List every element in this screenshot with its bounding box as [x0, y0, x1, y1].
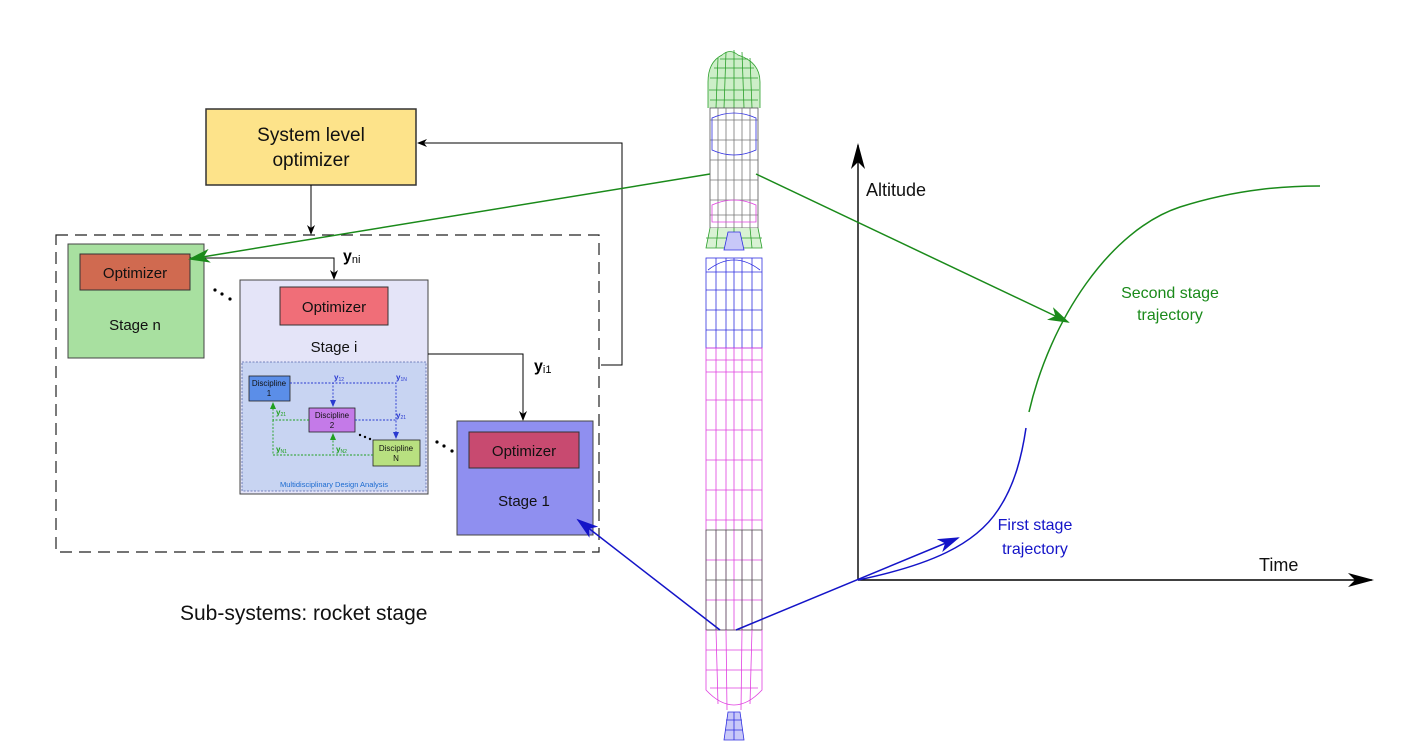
system-optimizer-box[interactable]: [205, 108, 417, 186]
rocket-upper-stage: [709, 107, 759, 229]
mda-y1N: y1N: [396, 373, 407, 383]
coupling-y-i1: yi1: [534, 358, 551, 376]
discipline-1-label-1: Discipline: [252, 379, 287, 388]
feedback-to-system-arrow: [417, 139, 623, 366]
mda-coupling-lines: [270, 382, 399, 456]
rocket-interstage: [705, 227, 763, 251]
rocket-lower-body: [705, 347, 763, 631]
discipline-n-label-2: N: [393, 454, 399, 463]
first-stage-label-2: trajectory: [1002, 541, 1068, 558]
stage-n-optimizer-label: Optimizer: [103, 265, 167, 282]
upper-stage-to-second-trajectory-link: [755, 173, 1070, 323]
altitude-axis-label: Altitude: [866, 180, 926, 200]
discipline-1-box[interactable]: [248, 375, 291, 402]
rocket-wireframe: [705, 50, 763, 741]
stage-1-optimizer-box[interactable]: [468, 431, 580, 469]
stage-1-optimizer-label: Optimizer: [492, 443, 556, 460]
first-stage-label-1: First stage: [998, 517, 1073, 534]
stage-i-optimizer-label: Optimizer: [302, 299, 366, 316]
mda-y21-left: y21: [276, 408, 286, 418]
coupling-y-ni: yni: [343, 248, 360, 266]
ellipsis-dots-left: [213, 288, 232, 301]
rocket-lower-tank-top: [705, 257, 763, 349]
system-optimizer-label-1: System level: [257, 125, 365, 146]
stage-n-to-stage-i-arrow: [190, 257, 338, 280]
second-stage-label-2: trajectory: [1137, 307, 1203, 324]
second-stage-trajectory-curve: [1028, 185, 1321, 413]
stage-1-label: Stage 1: [498, 493, 550, 510]
mda-y21-right: y21: [396, 411, 406, 421]
subsystems-caption: Sub-systems: rocket stage: [180, 602, 427, 625]
rocket-engine-nozzle: [723, 711, 745, 741]
lower-stage-to-first-trajectory-link: [735, 537, 960, 631]
rocket-lower-skirt: [705, 529, 763, 631]
second-stage-label-1: Second stage: [1121, 285, 1219, 302]
upper-stage-to-stage-n-link: [188, 173, 711, 263]
mda-y12: y12: [334, 373, 344, 383]
discipline-2-label-1: Discipline: [315, 411, 350, 420]
system-optimizer-label-2: optimizer: [272, 150, 350, 171]
first-stage-trajectory-curve: [857, 427, 1027, 581]
discipline-n-label-1: Discipline: [379, 444, 414, 453]
mda-yN2: yN2: [336, 445, 347, 455]
stage-n-label: Stage n: [109, 317, 161, 334]
rocket-bottom-dome: [705, 629, 763, 711]
stage-i-label: Stage i: [311, 339, 358, 356]
stage-i-optimizer-box[interactable]: [279, 286, 389, 326]
rocket-nose-cone: [707, 50, 761, 109]
time-axis-label: Time: [1259, 555, 1298, 575]
discipline-2-label-2: 2: [330, 421, 335, 430]
discipline-n-box[interactable]: [372, 439, 421, 467]
discipline-1-label-2: 1: [267, 389, 272, 398]
mda-yN1: yN1: [276, 445, 287, 455]
stages-container: [55, 234, 600, 553]
ellipsis-dots-right: [435, 440, 454, 453]
lower-stage-to-stage-1-link: [576, 518, 721, 631]
mda-title: Multidisciplinary Design Analysis: [280, 480, 388, 489]
stage-i-to-stage-1-arrow: [428, 353, 527, 421]
mda-ellipsis: [358, 433, 372, 441]
stage-n-optimizer-box[interactable]: [79, 253, 191, 291]
